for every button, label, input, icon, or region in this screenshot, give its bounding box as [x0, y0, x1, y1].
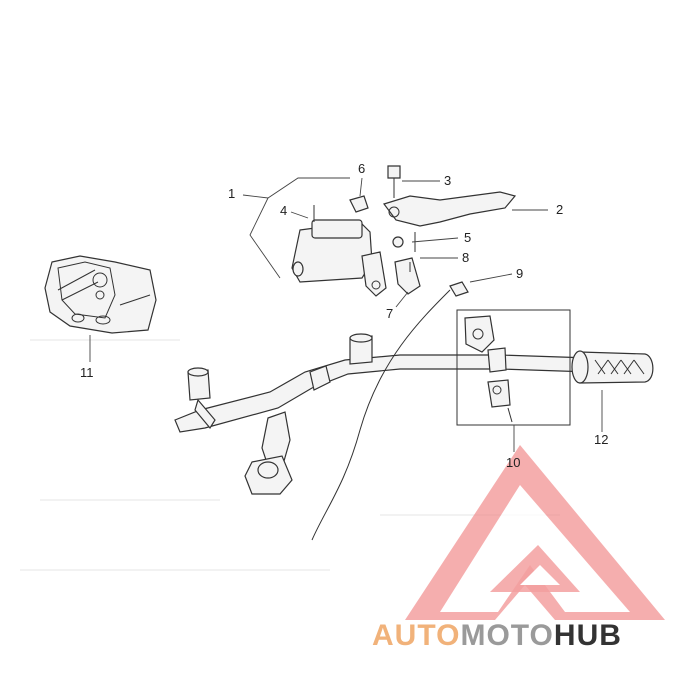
part-3-bolt	[387, 165, 401, 198]
handlebar	[174, 333, 591, 495]
part-7-clamp	[394, 257, 421, 295]
part-4-master-cylinder	[291, 205, 387, 297]
watermark-moto: MOTO	[460, 619, 553, 652]
part-11-switch-housing	[44, 255, 157, 334]
callout-1: 1	[228, 186, 235, 201]
callout-5: 5	[464, 230, 471, 245]
watermark-auto: AUTO	[372, 619, 460, 652]
callout-4: 4	[280, 203, 287, 218]
brake-cable	[311, 289, 451, 541]
callout-7: 7	[386, 306, 393, 321]
part-9-adjuster	[449, 281, 469, 297]
callout-labels: 1 2 3 4 5 6 7 8 9 10 11 12	[80, 161, 608, 470]
callout-12: 12	[594, 432, 608, 447]
watermark-text: AUTOMOTOHUB	[372, 619, 622, 652]
part-2-lever	[383, 191, 517, 227]
callout-11: 11	[80, 365, 94, 380]
watermark-logo	[405, 445, 665, 620]
part-5-nut	[392, 232, 416, 252]
callout-9: 9	[516, 266, 523, 281]
callout-6: 6	[358, 161, 365, 176]
callout-10: 10	[506, 455, 520, 470]
leader-lines	[89, 177, 603, 452]
callout-8: 8	[462, 250, 469, 265]
callout-2: 2	[556, 202, 563, 217]
background-dashes	[20, 339, 560, 571]
part-10-throttle-assembly	[456, 309, 571, 426]
part-12-grip	[571, 350, 654, 384]
svg-text:AUTOMOTOHUB: AUTOMOTOHUB	[372, 619, 622, 652]
part-6-cap	[349, 195, 369, 213]
watermark-hub: HUB	[554, 619, 622, 652]
callout-3: 3	[444, 173, 451, 188]
